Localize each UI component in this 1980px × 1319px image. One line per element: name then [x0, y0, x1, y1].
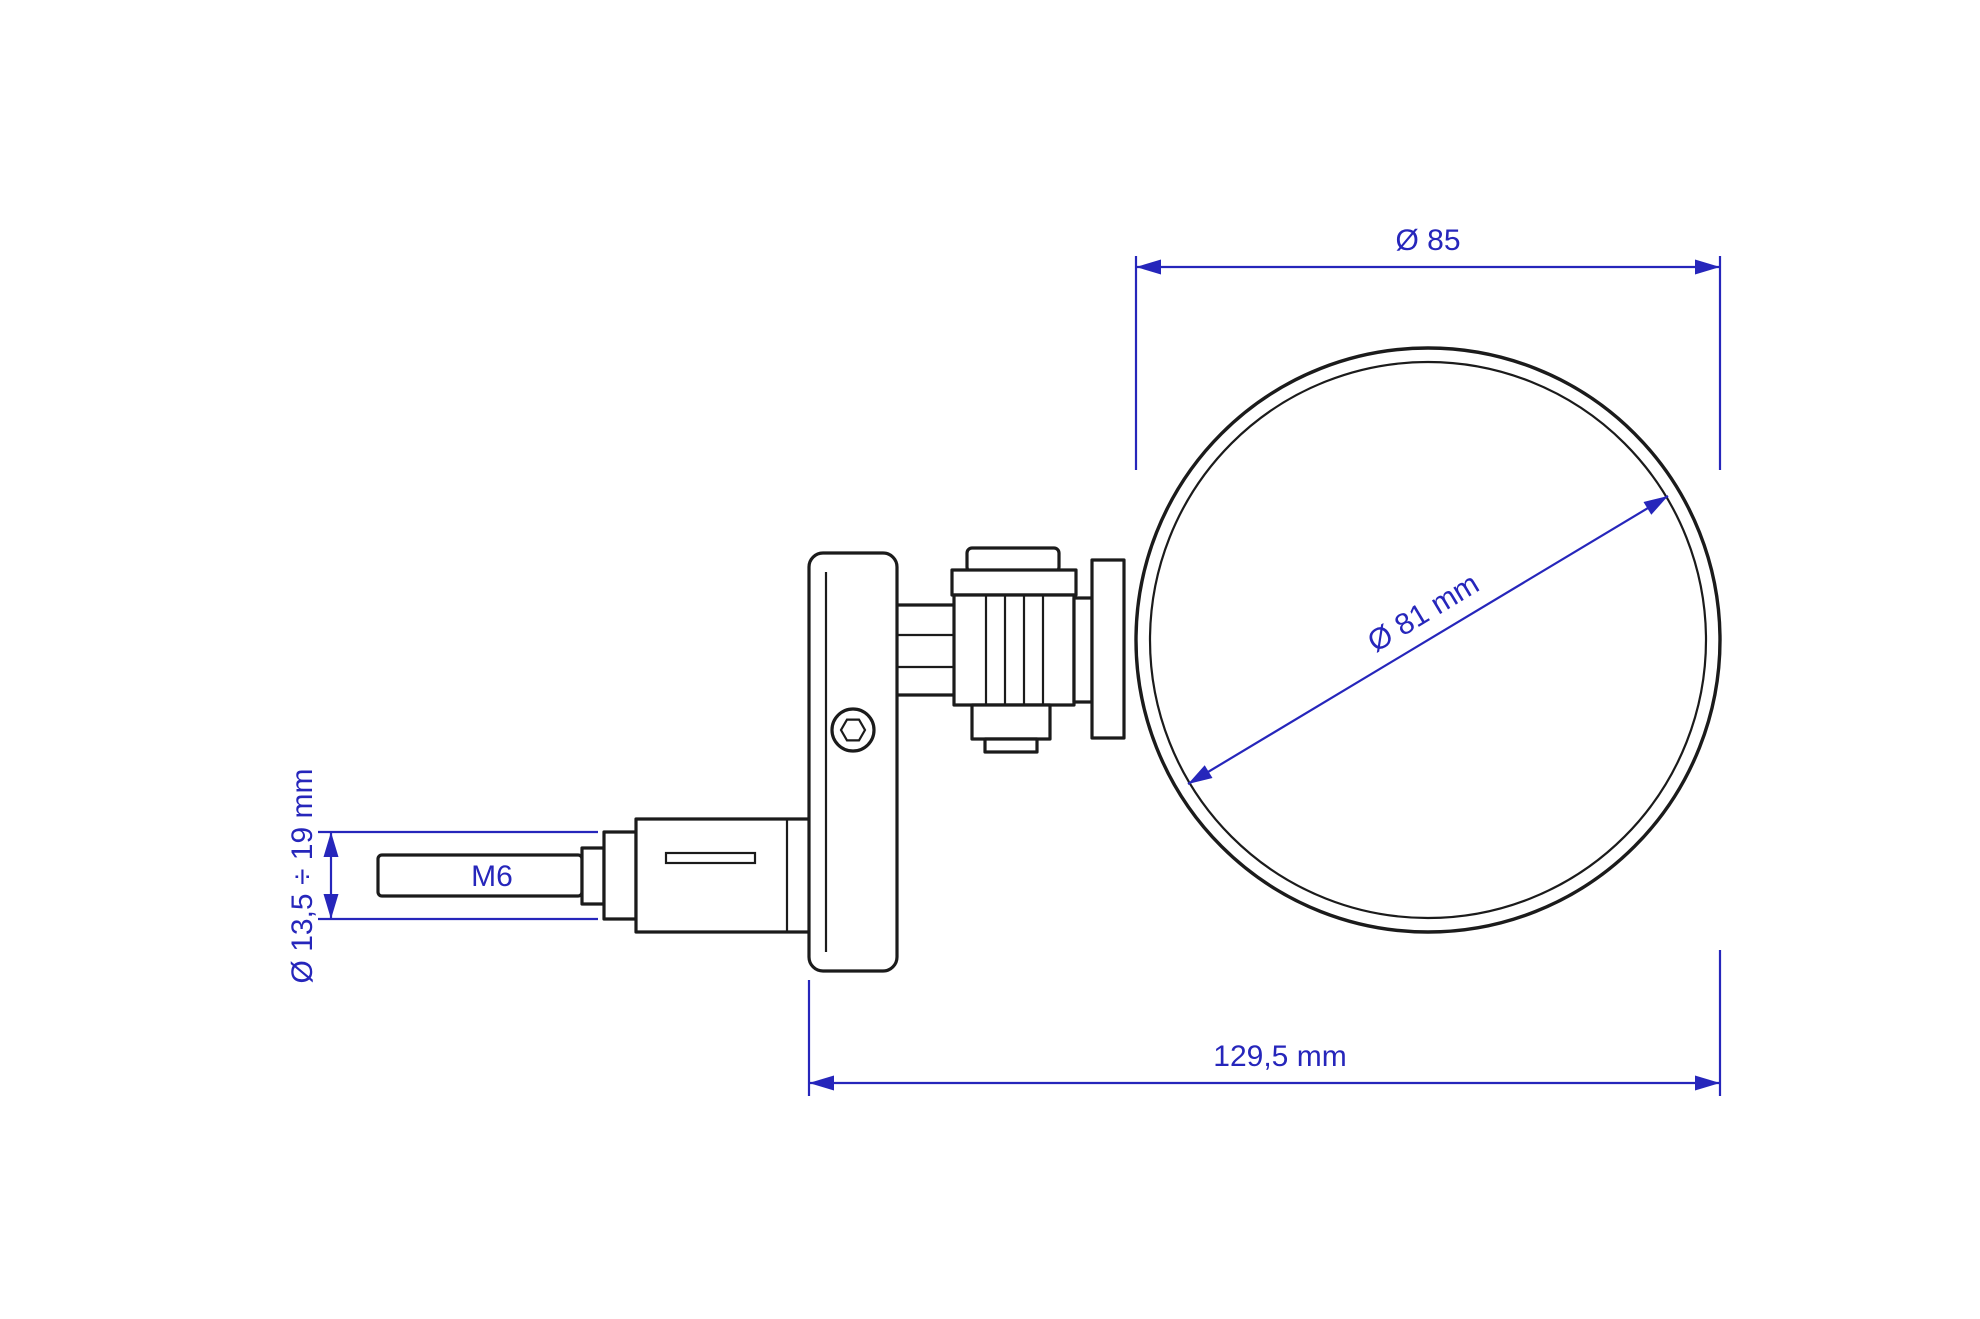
mirror-mount-plate [1072, 558, 1126, 740]
hinge-nut [970, 703, 1052, 741]
arrowhead-bottom [323, 894, 339, 919]
mirror-head [1134, 346, 1722, 934]
clamp-bolt [830, 707, 876, 753]
dimension-label-overall-length: 129,5 mm [1213, 1040, 1346, 1073]
fork-body [952, 593, 1076, 707]
dimension-line [1187, 495, 1669, 785]
plate-body [1090, 558, 1126, 740]
housing-body [807, 551, 899, 973]
arrowhead-left [1136, 259, 1161, 275]
arrowhead-right [1695, 259, 1720, 275]
washer [602, 830, 638, 921]
dimension-mirror-diameter: Ø 81 mm [1187, 495, 1669, 785]
pivot-arm [891, 603, 962, 697]
dimension-label-mirror-diameter: Ø 81 mm [1362, 567, 1485, 659]
expander-cylinder [634, 817, 814, 934]
clamp-bolt-hex-socket [839, 718, 867, 742]
hinge-nut-tip [983, 737, 1039, 754]
arrowhead-upper-right [1643, 496, 1668, 515]
mirror-outer-circle [1134, 346, 1722, 934]
mirror-inner-circle [1148, 360, 1708, 920]
thread-label: M6 [471, 860, 513, 893]
mirror-housing [807, 551, 899, 973]
cylinder-slot [664, 851, 757, 865]
dimension-label-outer-diameter: Ø 85 [1395, 224, 1460, 257]
arm-body [891, 603, 962, 697]
mounting-stem [376, 817, 814, 934]
dimension-overall-length: 129,5 mm [807, 950, 1722, 1096]
dimension-label-stem-range: Ø 13,5 ÷ 19 mm [286, 769, 319, 984]
hinge-fork [950, 546, 1078, 754]
dimension-stem-diameter: Ø 13,5 ÷ 19 mm [286, 769, 598, 984]
arrowhead-left [809, 1075, 834, 1091]
plate-connector [1072, 596, 1094, 704]
arrowhead-top [323, 832, 339, 857]
rod-collar [580, 846, 606, 906]
dimension-outer-diameter: Ø 85 [1134, 224, 1722, 470]
hinge-bolt-flange [950, 568, 1078, 597]
arrowhead-lower-left [1188, 765, 1213, 784]
arrowhead-right [1695, 1075, 1720, 1091]
